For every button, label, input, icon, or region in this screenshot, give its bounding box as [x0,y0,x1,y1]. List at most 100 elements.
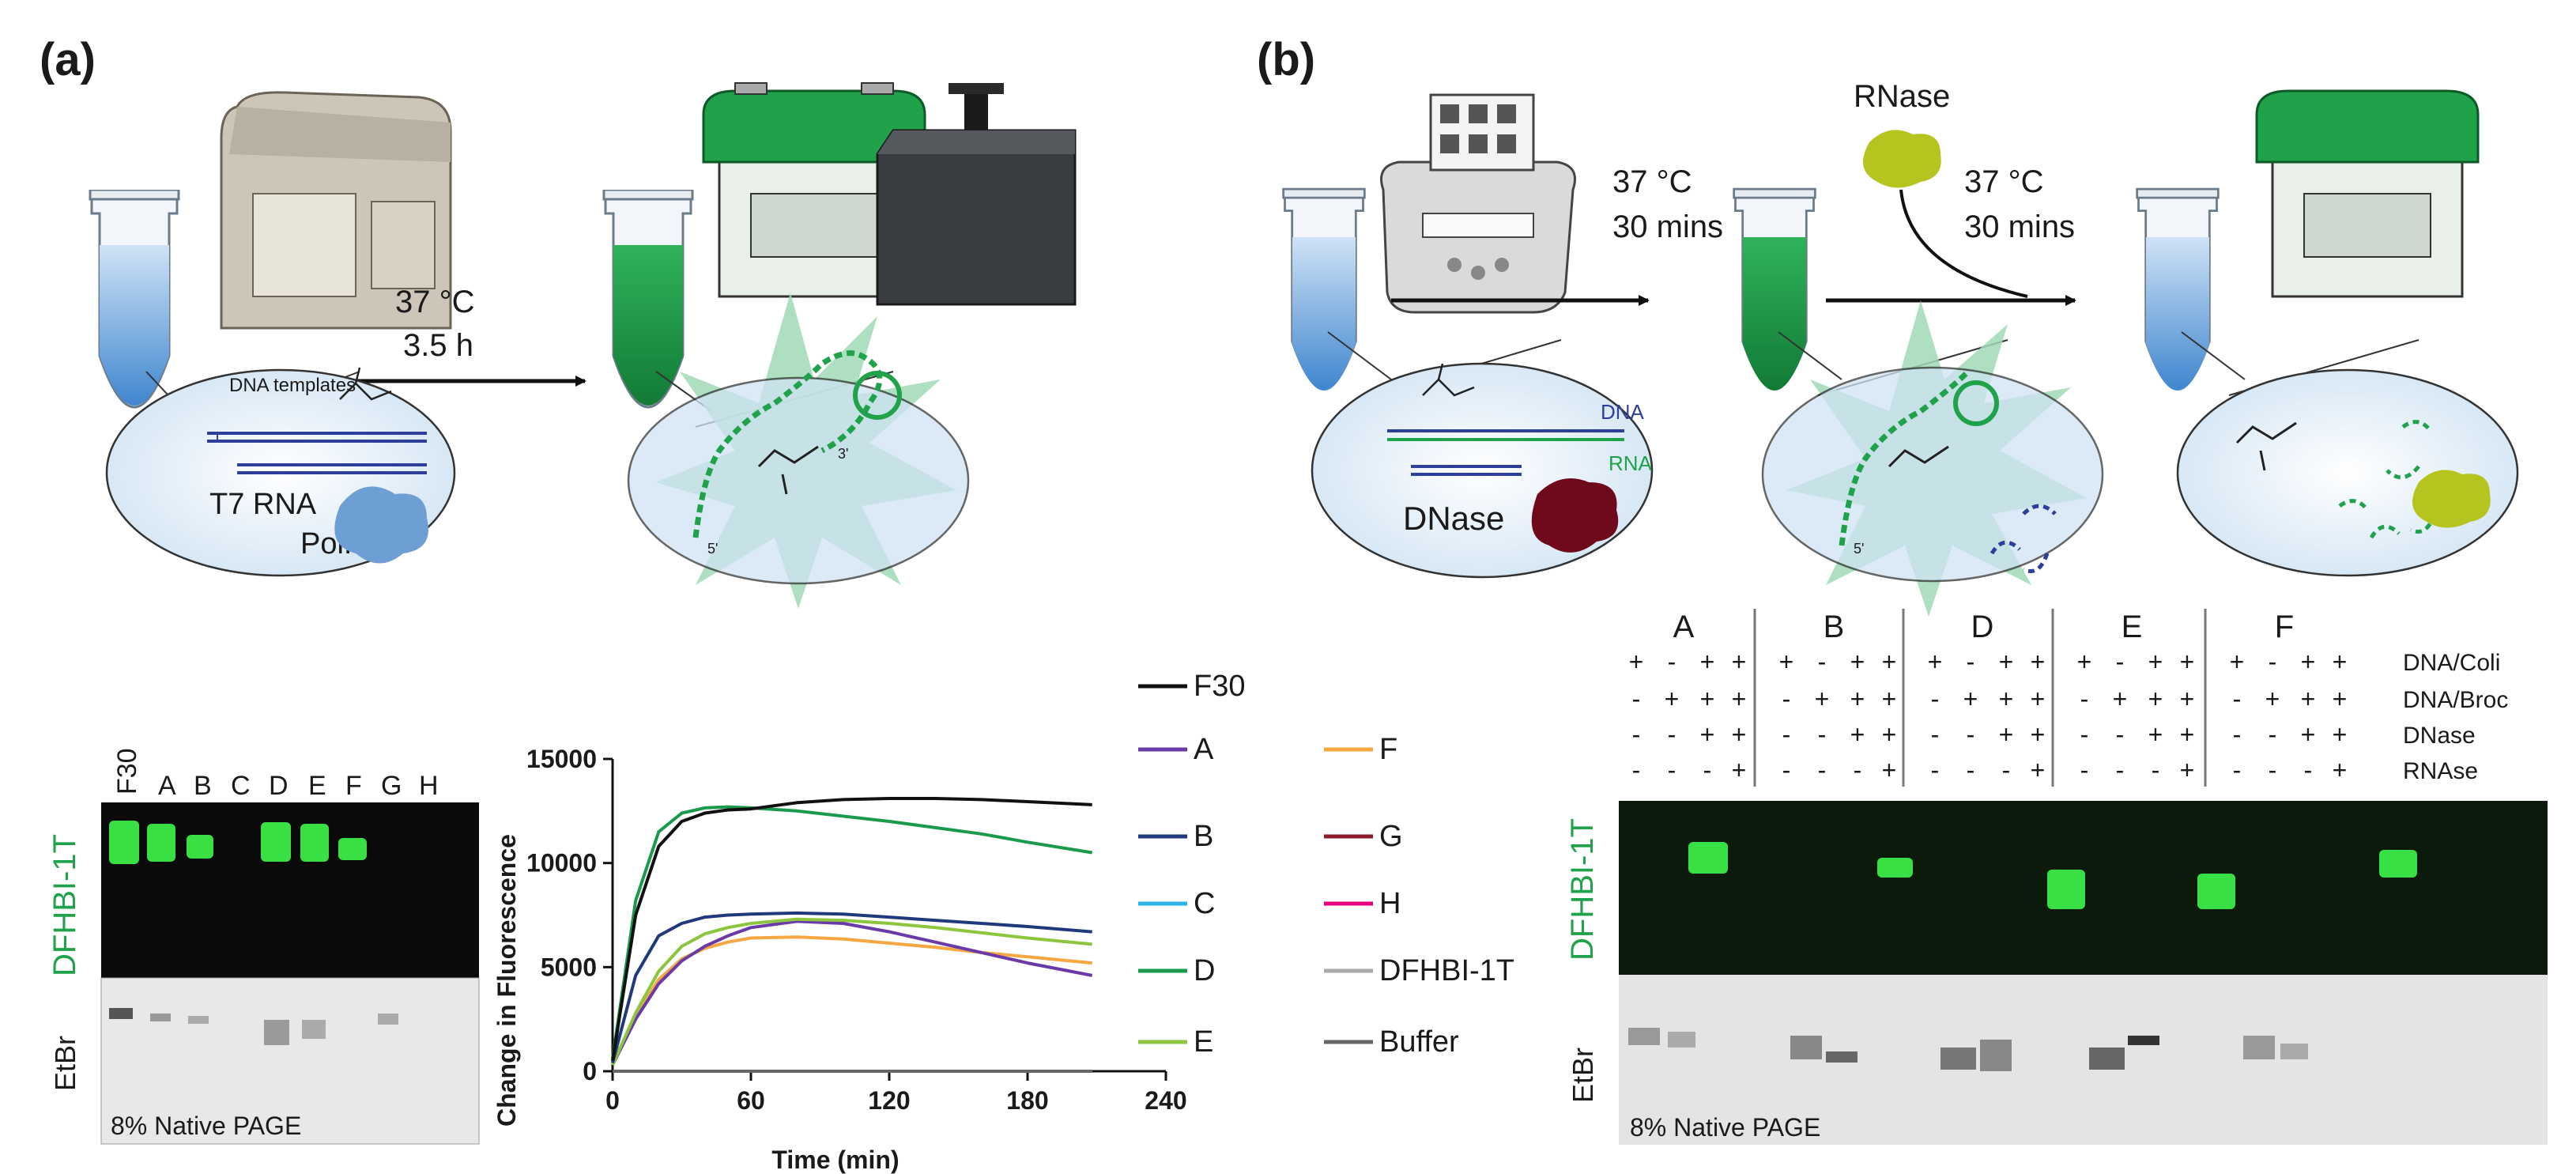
gel-b-etbr-band [1980,1040,2012,1071]
chart-series-line-f [611,935,1092,1066]
rna-fragments [2338,420,2437,539]
gel-b-sign: + [1882,756,1897,784]
gel-b-row-label: DNA/Broc [2403,687,2508,713]
gel-b-sign: + [2180,647,2195,676]
gel-b-sign: + [1700,647,1715,676]
rnase-blob-b [2412,470,2491,528]
gel-b-sign: + [1850,720,1865,749]
dna-templates-label: DNA templates [229,375,356,396]
gel-b-sign: - [1967,756,1975,784]
gel-b-etbr-band [1826,1051,1858,1063]
gel-a-lane-G: G [381,771,402,801]
gel-b-sign: - [2269,720,2277,749]
gel-a-caption: 8% Native PAGE [111,1112,301,1140]
gel-b-sign: + [1732,685,1747,713]
gel-a-lane-H: H [419,771,439,801]
gel-b-sign: - [2269,756,2277,784]
gel-b-etbr-band [1940,1048,1976,1070]
gel-b-sign: + [1999,720,2014,749]
gel-b-sign: + [2265,685,2280,713]
gel-b-sign: - [2116,756,2125,784]
dna-duplex-bottom [237,463,427,474]
gel-a-etbr-band [150,1014,171,1021]
dna-fragments [1990,504,2057,573]
gel-b-sign: + [2180,685,2195,713]
gel-b-sign: + [2333,756,2348,784]
gel-b-band [1877,858,1913,878]
rnase-blob [1863,130,1941,188]
gel-b-sign: - [1703,756,1712,784]
gel-b-separators [1753,609,2207,787]
gel-b-sign: + [1700,685,1715,713]
gel-b-band [2379,850,2417,878]
gel-b-etbr-band [2280,1044,2308,1059]
gel-b-sign: + [1850,685,1865,713]
gel-b-row-label: DNA/Coli [2403,650,2500,676]
chart-series-line-b [611,911,1092,1064]
chart-x-tick-label: 120 [868,1086,910,1115]
legend-label-e: E [1194,1025,1213,1059]
gel-b-sign: + [1963,685,1978,713]
gel-b-sign: - [2152,756,2160,784]
gel-b-sign: + [2148,685,2163,713]
gel-b-sign: - [2233,720,2242,749]
step-b1-temp: 37 °C [1612,164,1692,199]
panel-b-label: (b) [1257,34,1315,85]
gel-b-band [2197,874,2235,909]
gel-b-sign: - [1931,720,1940,749]
gel-b-sign: + [1882,647,1897,676]
legend-label-a: A [1194,733,1214,766]
gel-a-bottom-label: EtBr [49,1036,81,1091]
legend-label-f30: F30 [1194,670,1245,703]
gel-a-lane-F30: F30 [112,748,142,795]
gel-b-sign: + [1629,647,1644,676]
gel-b-sign: - [1632,685,1641,713]
tube-blue-b3 [2134,186,2220,391]
aptamer-strand-b [1839,369,1971,546]
gel-b-group-a: A [1673,610,1695,644]
gel-b-row-label: DNase [2403,723,2476,749]
tube-green-a [601,190,694,409]
gel-b-sign: - [1931,756,1940,784]
gel-b-etbr-band [2243,1036,2275,1059]
gel-b-sign: - [1782,685,1791,713]
chart-series-lines [611,797,1093,1073]
gel-b-sign: + [2333,720,2348,749]
gel-b-sign: - [1818,647,1827,676]
gel-a-top-label: DFHBI-1T [47,834,82,976]
t7-label-line1: T7 RNA [209,488,317,521]
gel-a-lane-C: C [231,771,251,801]
tube-green-b2 [1731,186,1816,391]
chart-x-tick-label: 60 [737,1086,765,1115]
gel-b-sign: + [2077,647,2092,676]
gel-b-sign: + [1928,647,1943,676]
dna-duplex-top [207,432,427,443]
gel-b-sign: + [2031,647,2046,676]
legend-label-b: B [1194,820,1213,853]
gel-b-sign: - [1854,756,1862,784]
gel-b-sign: - [2233,756,2242,784]
chart-y-tick-label: 5000 [541,953,597,981]
legend-label-h: H [1379,887,1401,920]
bubble-after-rnase [2176,331,2519,577]
gel-a-etbr-band [188,1016,209,1024]
legend-label-f: F [1379,733,1397,766]
fluorophore-structure [1422,363,1475,397]
gel-b-sign: - [2233,685,2242,713]
tube-blue-b1 [1280,186,1366,391]
gel-a-band [109,821,139,864]
bubble-after-dnase: 5' [1761,300,2104,617]
gel-b-group-e: E [2122,610,2143,644]
legend-label-buffer: Buffer [1379,1025,1459,1059]
gel-b-sign: + [1882,720,1897,749]
gel-imager [876,83,1077,306]
gel-b-sign: + [2031,756,2046,784]
legend-label-d: D [1194,954,1215,987]
gel-b-sign: + [2333,685,2348,713]
fluorophore-structure [339,367,392,401]
